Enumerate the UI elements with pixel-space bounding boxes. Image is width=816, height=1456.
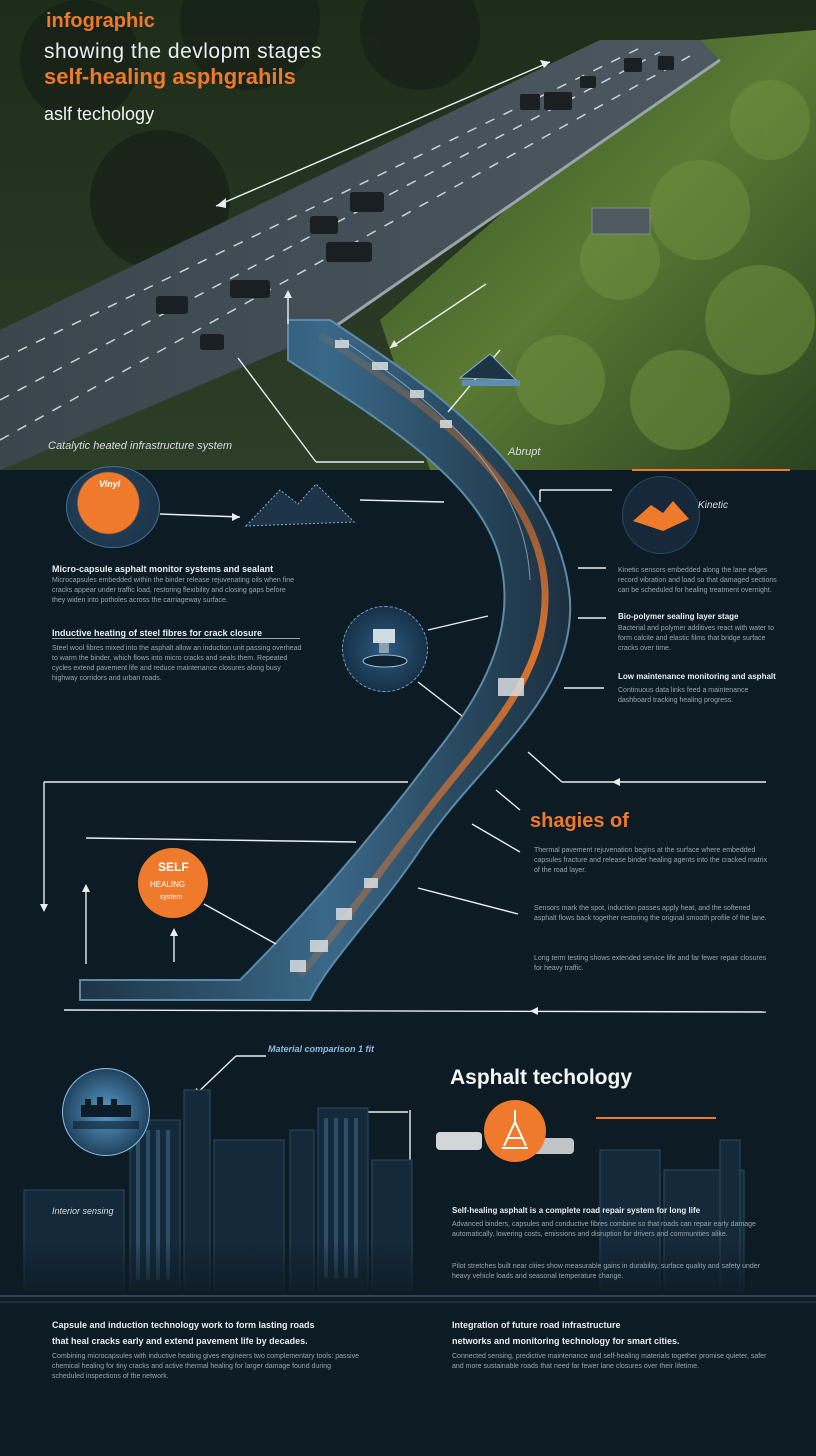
city-icon [62,1068,150,1156]
stage-icon: SELF HEALING system [138,848,208,918]
stages-blurb-1: Thermal pavement rejuvenation begins at … [534,847,768,874]
right-tag: Abrupt [508,446,541,458]
header-line-1: infographic [46,10,155,32]
stage-icon-text-2: HEALING [150,880,186,889]
stage-icon-text-3: system [160,894,183,901]
bottom-left-body: Combining microcapsules with inductive h… [52,1353,359,1380]
left-caption: Catalytic heated infrastructure system [48,440,233,452]
stages-heading: shagies of [530,810,629,832]
bottom-right-head-2: networks and monitoring technology for s… [452,1336,680,1346]
stages-blurb-2: Sensors mark the spot, induction passes … [534,905,767,922]
bottom-right-head-1: Integration of future road infrastructur… [452,1320,621,1330]
tower-icon [484,1100,546,1162]
left-blurb-1-body: Microcapsules embedded within the binder… [52,577,295,604]
left-blurb-1-head: Micro-capsule asphalt monitor systems an… [52,564,274,574]
tower-glyph [502,1110,528,1149]
right-blurb-3-body: Continuous data links feed a maintenance… [618,687,749,704]
asphalt-heading: Asphalt techology [450,1066,633,1089]
right-blurb-1-body: Kinetic sensors embedded along the lane … [618,567,777,594]
city-left-label: Interior sensing [52,1206,114,1216]
left-blurb-2-body: Steel wool fibres mixed into the asphalt… [52,645,302,682]
right-blurb-2-head: Bio-polymer sealing layer stage [618,612,739,621]
right-blurb-2-body: Bacterial and polymer additives react wi… [618,625,775,652]
city-heading: Material comparison 1 fit [268,1044,375,1054]
bottom-left-head-1: Capsule and induction technology work to… [52,1320,315,1330]
road-icon: Vinyl [66,466,160,548]
sensor-icon [342,606,428,692]
left-blurb-2-head: Inductive heating of steel fibres for cr… [52,628,263,638]
peak-icon [633,501,689,531]
header-line-3: self-healing asphgrahils [44,64,296,89]
header-line-2: showing the devlopm stages [44,40,322,63]
header-line-4: aslf techology [44,104,155,124]
bottom-right-body: Connected sensing, predictive maintenanc… [452,1353,767,1370]
sensor-device-icon [362,629,408,668]
bottom-left-head-2: that heal cracks early and extend paveme… [52,1336,308,1346]
kinetic-label: Kinetic [698,500,729,511]
left-blurb-2-rule [52,638,300,639]
asphalt-blurb-2-body: Pilot stretches built near cities show m… [452,1263,761,1280]
city-skyline-icon [73,1097,139,1129]
asphalt-blurb-1-body: Advanced binders, capsules and conductiv… [452,1221,756,1238]
stage-icon-text-1: SELF [158,860,189,874]
right-blurb-3-head: Low maintenance monitoring and asphalt [618,672,776,681]
kinetic-icon [622,476,700,554]
road-icon-label: Vinyl [99,479,121,489]
asphalt-blurb-1-head: Self-healing asphalt is a complete road … [452,1206,701,1215]
stages-blurb-3: Long term testing shows extended service… [534,955,767,972]
